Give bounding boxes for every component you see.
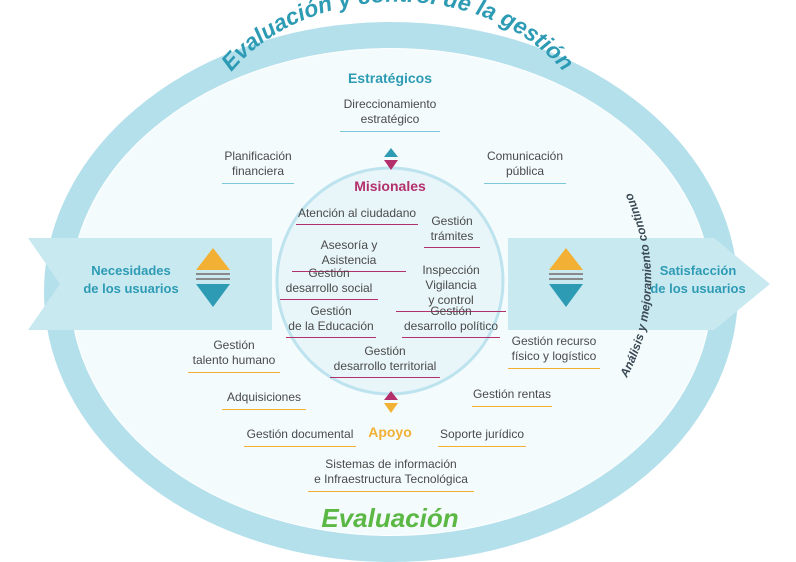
misional-asesoria: Asesoría y Asistencia (292, 238, 406, 272)
apoyo-talento-humano: Gestión talento humano (188, 338, 280, 373)
estrategico-direccionamiento: Direccionamiento estratégico (340, 97, 440, 132)
bottom-small-diamond-down (384, 403, 398, 413)
estrategico-comunicacion: Comunicación pública (484, 149, 566, 184)
misional-educacion: Gestión de la Educación (286, 304, 376, 338)
apoyo-gestion-documental: Gestión documental (244, 427, 356, 447)
right-diamond-mid2 (549, 278, 583, 280)
top-small-diamond-down (384, 160, 398, 170)
output-label: Satisfacción de los usuarios (650, 263, 746, 296)
misional-inspeccion: Inspección Vigilancia y control (396, 263, 506, 312)
apoyo-heading: Apoyo (368, 424, 412, 440)
left-diamond-bottom (196, 284, 230, 307)
misional-tramites: Gestión trámites (424, 214, 480, 248)
misional-desarrollo-social: Gestión desarrollo social (280, 266, 378, 300)
evaluacion-title: Evaluación (321, 503, 459, 533)
misional-desarrollo-politico: Gestión desarrollo político (402, 304, 500, 338)
apoyo-gestion-rentas: Gestión rentas (472, 387, 552, 407)
bottom-small-diamond-up (384, 391, 398, 400)
top-small-diamond-up (384, 148, 398, 157)
right-diamond-bottom (549, 284, 583, 307)
misional-atencion: Atención al ciudadano (296, 206, 418, 225)
apoyo-sistemas-informacion: Sistemas de información e Infraestructur… (308, 457, 474, 492)
misionales-heading: Misionales (354, 178, 426, 194)
left-diamond-mid2 (196, 278, 230, 280)
left-diamond-mid (196, 273, 230, 275)
left-diamond-top (196, 248, 230, 270)
apoyo-soporte-juridico: Soporte jurídico (438, 427, 526, 447)
estrategico-planificacion: Planificación financiera (222, 149, 294, 184)
misional-desarrollo-territorial: Gestión desarrollo territorial (330, 344, 440, 378)
apoyo-recurso-fisico: Gestión recurso físico y logístico (508, 334, 600, 369)
right-diamond-top (549, 248, 583, 270)
apoyo-adquisiciones: Adquisiciones (222, 390, 306, 410)
input-label: Necesidades de los usuarios (83, 263, 179, 296)
estrategicos-heading: Estratégicos (347, 70, 433, 86)
right-diamond-mid (549, 273, 583, 275)
